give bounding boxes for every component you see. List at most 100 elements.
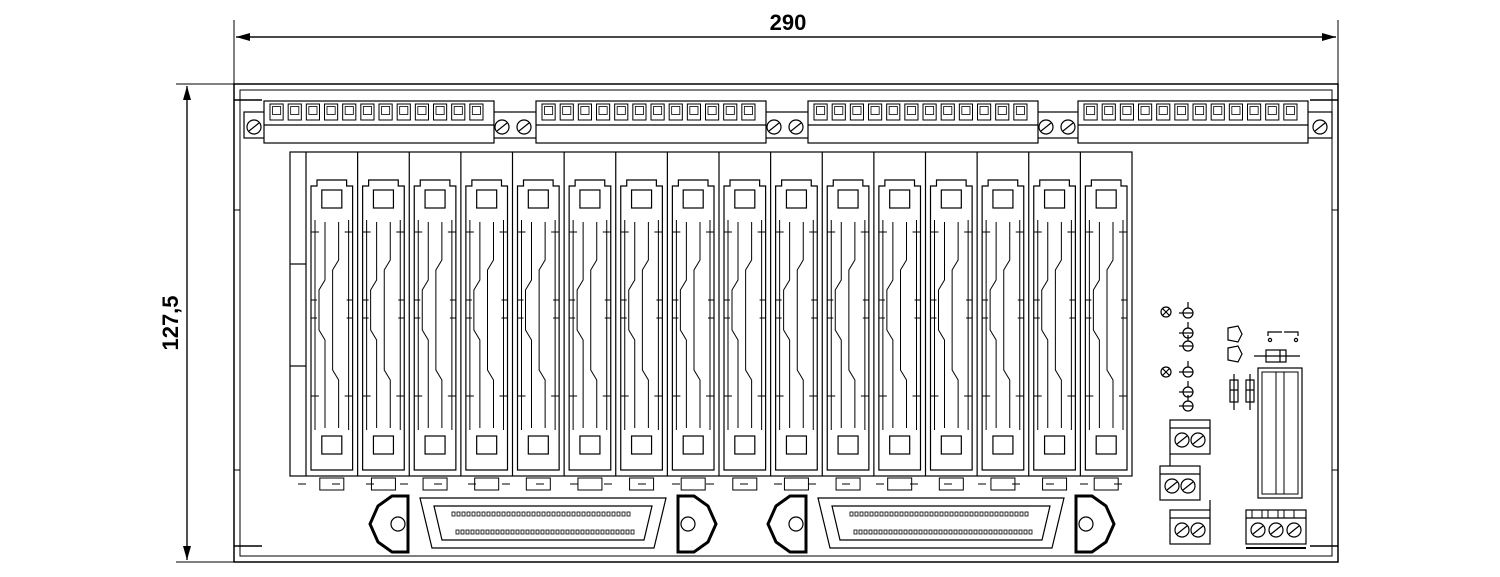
connector-pin [616,511,621,517]
connector-pin [581,511,586,517]
relay-bottom-latch [321,435,343,455]
connector-pin [626,511,631,517]
screw-icon [1312,119,1328,135]
fuse-icon [1179,381,1194,398]
relay-bottom-latch [837,435,859,455]
terminal-clamp-opening [1176,106,1186,115]
connector-pin [531,511,536,517]
screw-head [1174,432,1190,448]
relay-top-latch [889,189,911,209]
connector-pin [621,511,626,517]
screw-icon [1164,478,1180,494]
connector-pin [984,511,989,517]
led-cross [1162,368,1170,376]
relay-module [671,179,715,471]
relay-bottom-latch [682,435,704,455]
connector-pin [898,529,903,535]
connector-pin [909,511,914,517]
housing [233,83,1339,563]
connector-pin [1009,511,1014,517]
connector-pin [1028,529,1033,535]
relay-contact-right [900,222,907,428]
terminal-clamp [396,103,411,121]
connector-pin [994,511,999,517]
led-icon [1160,306,1172,318]
relay-side-rails [779,220,814,430]
relay-notches [1085,231,1127,397]
switch-icon [1267,331,1299,336]
terminal-clamp [831,103,846,121]
connector-pin [1018,529,1023,535]
relay-contact-right [745,222,753,428]
terminal-clamp [469,103,484,121]
power-panel [1159,302,1307,549]
terminal-clamp-opening [1213,106,1223,115]
fuse-marker [525,477,551,491]
relay-top-latch [1095,189,1117,209]
terminal-clamp [886,103,901,121]
connector-pin [510,529,515,535]
relay-top-latch [837,189,859,209]
terminal-clamp-opening [1249,106,1259,115]
connector-pin [576,511,581,517]
terminal-clamp-opening [1015,106,1025,115]
screw-head [1312,119,1328,135]
relay-notches [517,231,560,397]
relay-bottom-latch [785,435,808,455]
screw-slot [1192,525,1204,535]
relay-bottom-latch [734,435,756,455]
connector-pin [859,511,864,517]
relay-contact-left [989,222,997,428]
terminal-block [263,100,495,144]
connector-pin [933,529,938,535]
relay-notches [724,231,766,397]
connector-shell [817,497,1065,549]
relay-contact-right [590,222,598,428]
terminal-clamp [940,103,955,121]
led-icon [1160,366,1172,378]
terminal-clamp [1138,103,1153,121]
terminal-clamp [868,103,883,121]
terminal-clamp [433,103,448,121]
terminal-clamp-opening [979,106,989,115]
terminal-clamp-opening [1086,106,1096,115]
relay-contact-left [679,222,687,428]
relay-module [1084,179,1128,471]
fuse-marker [783,477,809,491]
terminal-clamp [1101,103,1116,121]
fuse-marker [1042,477,1068,491]
relay-bottom-latch [424,435,446,455]
relay-bottom-latch [372,435,395,455]
connector-left-screw [788,516,804,532]
relay-bottom-latch [630,435,653,455]
connector-right-latch [676,494,718,554]
relay-top-latch [785,189,808,209]
connector-pin [530,529,535,535]
terminal-block [535,100,767,144]
connector-pin [1024,511,1029,517]
relay-slot [357,152,405,491]
terminal-block [807,100,1039,144]
relay-module [929,179,973,471]
fuse-marker [938,477,964,491]
relay-contact-right [332,222,340,428]
terminal-clamp [1119,103,1135,121]
supply-terminal-block [1245,509,1307,549]
relay-contact-left [628,222,636,428]
relay-contact-left [421,222,429,428]
terminal-clamp-opening [852,106,862,115]
connector-pin [894,511,899,517]
terminal-clamp-opening [634,106,644,115]
connector-pin [606,511,611,517]
relay-bottom-latch [1095,435,1117,455]
connector-pin [963,529,968,535]
fuse-marker [370,477,396,491]
connector-pin [526,511,531,517]
relay-slot [1028,152,1076,491]
connector-pin [973,529,978,535]
screw-slot [1176,435,1188,445]
connector-pin [521,511,526,517]
relay-contact-left [525,222,532,428]
connector-pin [476,511,481,517]
